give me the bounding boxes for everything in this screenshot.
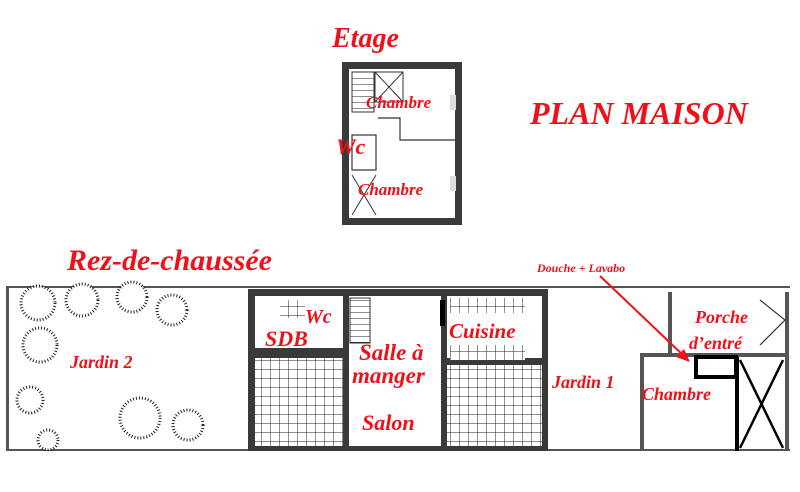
room-label-wc-upper: Wc <box>336 134 366 159</box>
ground-floor-plan <box>6 280 790 452</box>
douche-lavabo-arrow <box>599 275 690 362</box>
room-label-jardin-1: Jardin 1 <box>551 372 615 392</box>
upper-floor-heading: Etage <box>331 23 399 54</box>
room-label-jardin-2: Jardin 2 <box>69 352 133 372</box>
room-label-wc: Wc <box>305 306 332 328</box>
upper-floor-plan <box>342 62 462 225</box>
room-label-porche: Porche <box>694 307 748 327</box>
room-label-salle: Salle à <box>359 340 424 365</box>
garden-trees <box>15 280 205 452</box>
room-label-entree: d’entré <box>689 333 743 353</box>
page-title: PLAN MAISON <box>529 95 750 131</box>
room-label-salon: Salon <box>362 410 415 435</box>
room-label-cuisine: Cuisine <box>449 319 516 343</box>
room-label-chambre-upper-2: Chambre <box>358 180 424 199</box>
douche-lavabo-annotation: Douche + Lavabo <box>536 261 625 275</box>
room-label-sdb: SDB <box>265 326 308 351</box>
ground-floor-heading: Rez-de-chaussée <box>66 244 272 277</box>
room-label-manger: manger <box>352 363 426 388</box>
room-label-chambre: Chambre <box>642 384 711 404</box>
room-label-chambre-upper-1: Chambre <box>366 93 432 112</box>
